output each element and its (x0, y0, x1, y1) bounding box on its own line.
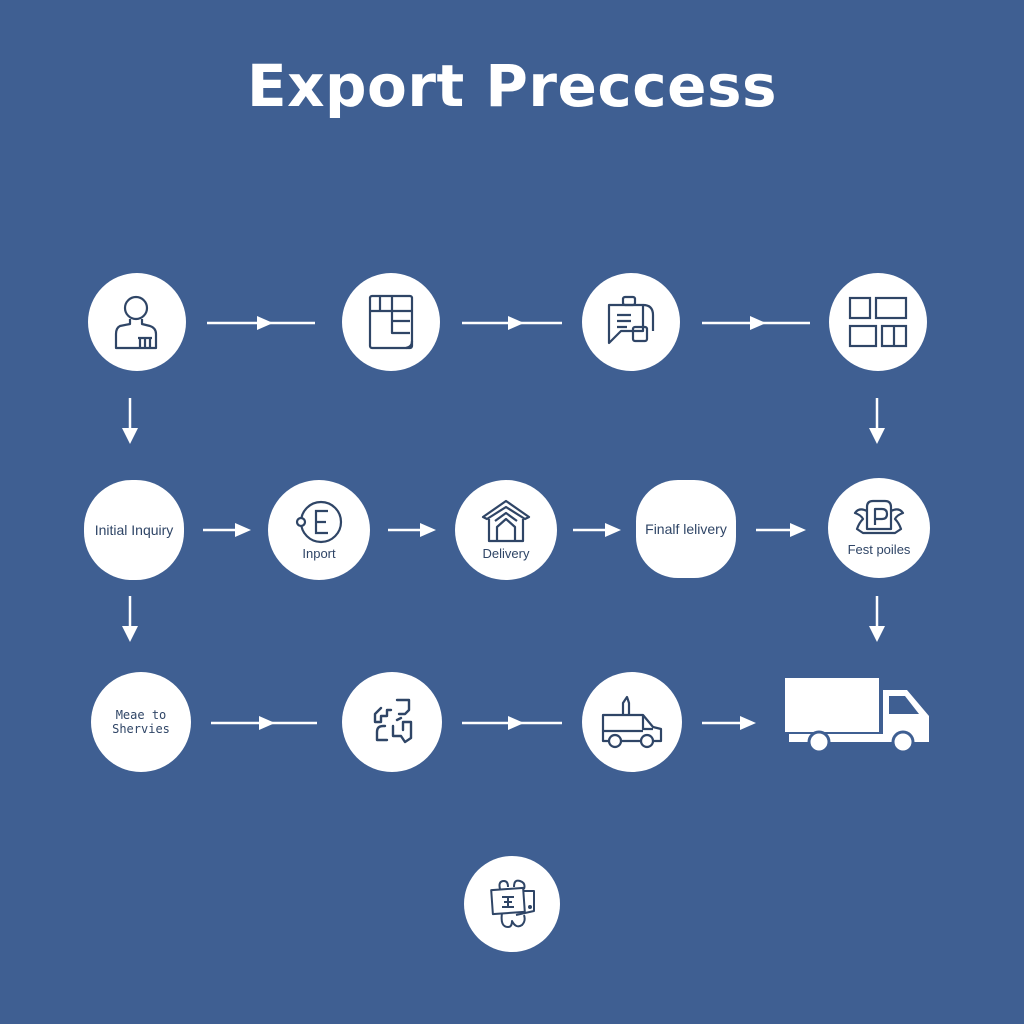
node-certificate[interactable] (464, 856, 560, 952)
node-fest-poiles[interactable]: Fest poiles (828, 478, 930, 578)
node-clipboard[interactable] (582, 273, 680, 371)
node-label-line2: Shervies (112, 722, 170, 736)
node-person[interactable] (88, 273, 186, 371)
grid-blocks-icon (848, 296, 908, 348)
e-circle-icon (295, 500, 343, 544)
arrow-right (573, 523, 621, 537)
node-label: Finalf lelivery (645, 521, 727, 537)
node-final-delivery[interactable]: Finalf lelivery (636, 480, 736, 578)
arrow-down (867, 398, 887, 446)
node-inport[interactable]: Inport (268, 480, 370, 580)
node-delivery[interactable]: Delivery (455, 480, 557, 580)
clipboard-chat-icon (607, 295, 655, 345)
arrow-right (211, 716, 317, 730)
arrow-down (120, 398, 140, 446)
parking-p-icon (853, 499, 905, 535)
certificate-scroll-icon (490, 879, 535, 928)
document-layout-icon (368, 294, 414, 350)
person-icon (114, 295, 158, 350)
node-label: Initial Inquiry (94, 522, 174, 538)
arrow-right (207, 316, 317, 330)
puzzle-routes-icon (373, 698, 413, 744)
arrow-right (756, 523, 806, 537)
node-label: Inport (302, 546, 336, 561)
arrow-right (702, 316, 810, 330)
node-initial-inquiry[interactable]: Initial Inquiry (84, 480, 184, 580)
node-grid[interactable] (829, 273, 927, 371)
node-label-line1: Meae to (115, 708, 167, 722)
house-icon (481, 499, 531, 543)
arrow-right (388, 523, 436, 537)
node-van[interactable] (582, 672, 682, 772)
node-puzzle[interactable] (342, 672, 442, 772)
arrow-right (203, 523, 251, 537)
arrow-right (462, 316, 562, 330)
node-label: Fest poiles (847, 542, 911, 557)
node-meae-to-shervies[interactable]: Meae to Shervies (91, 672, 191, 772)
diagram-title: Export Preccess (246, 52, 777, 120)
truck-icon[interactable] (783, 676, 933, 759)
arrow-down (120, 596, 140, 644)
delivery-van-icon (601, 695, 663, 749)
arrow-right (462, 716, 562, 730)
node-document[interactable] (342, 273, 440, 371)
arrow-right (702, 716, 756, 730)
arrow-down (867, 596, 887, 644)
node-label: Delivery (482, 546, 530, 561)
